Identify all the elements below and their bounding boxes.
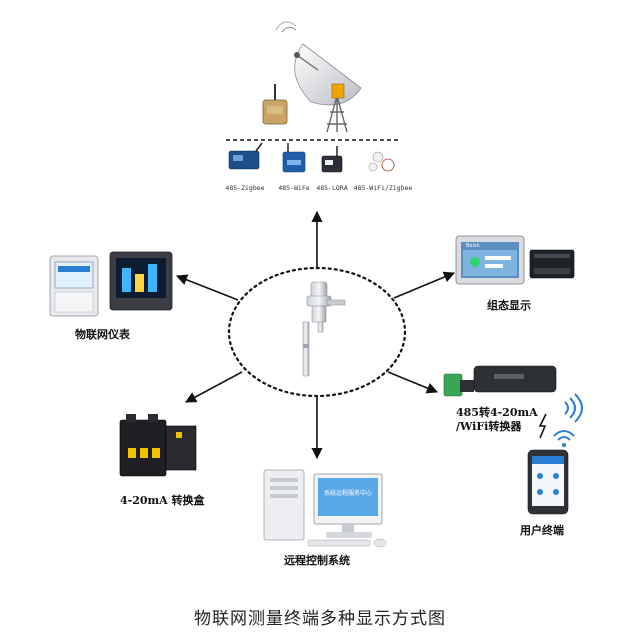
wifi-converter-icon bbox=[443, 365, 583, 423]
diagram-caption: 物联网测量终端多种显示方式图 bbox=[194, 609, 446, 629]
arrow-upper-left bbox=[175, 274, 239, 301]
satellite-dish-icon bbox=[275, 21, 362, 133]
arrow-lower-left bbox=[185, 371, 243, 403]
label-remote-control: 远程控制系统 bbox=[284, 554, 350, 567]
label-485-wifi-zigbee: 485-WiFi/Zigbee bbox=[353, 184, 413, 192]
module-lora-icon bbox=[321, 146, 343, 173]
scada-brand: Bolsh bbox=[466, 243, 480, 249]
label-iot-meter: 物联网仪表 bbox=[75, 328, 130, 341]
label-wifi-converter-line1: 485转4-20mA bbox=[456, 406, 538, 419]
label-485-zigbee: 485-Zigbee bbox=[225, 184, 265, 192]
scada-display-icon bbox=[455, 235, 575, 285]
label-485-lora: 485-LORA bbox=[316, 184, 348, 192]
module-zigbee-icon bbox=[228, 142, 263, 170]
tablet-icon bbox=[527, 449, 569, 515]
label-converter-box: 4-20mA 转换盒 bbox=[120, 494, 205, 507]
label-485-wife: 485-WiFe bbox=[278, 184, 310, 192]
arrow-upper-right bbox=[393, 271, 456, 299]
iot-meter-icon bbox=[49, 251, 173, 317]
label-wifi-converter-line2: /WiFi转换器 bbox=[456, 420, 522, 433]
converter-box-icon bbox=[119, 414, 197, 477]
sensor-icon bbox=[302, 281, 346, 377]
label-user-terminal: 用户终端 bbox=[520, 524, 564, 537]
wireless-link-icon bbox=[538, 413, 575, 447]
computer-icon bbox=[263, 469, 387, 548]
monitor-screen-heading: 系统远程服务中心 bbox=[323, 490, 372, 497]
module-wifi-icon bbox=[282, 143, 306, 173]
gateway-device-icon bbox=[262, 84, 288, 125]
arrow-lower-right bbox=[387, 371, 439, 394]
label-scada-display: 组态显示 bbox=[487, 299, 531, 312]
module-wifi-zigbee-icon bbox=[368, 151, 395, 172]
